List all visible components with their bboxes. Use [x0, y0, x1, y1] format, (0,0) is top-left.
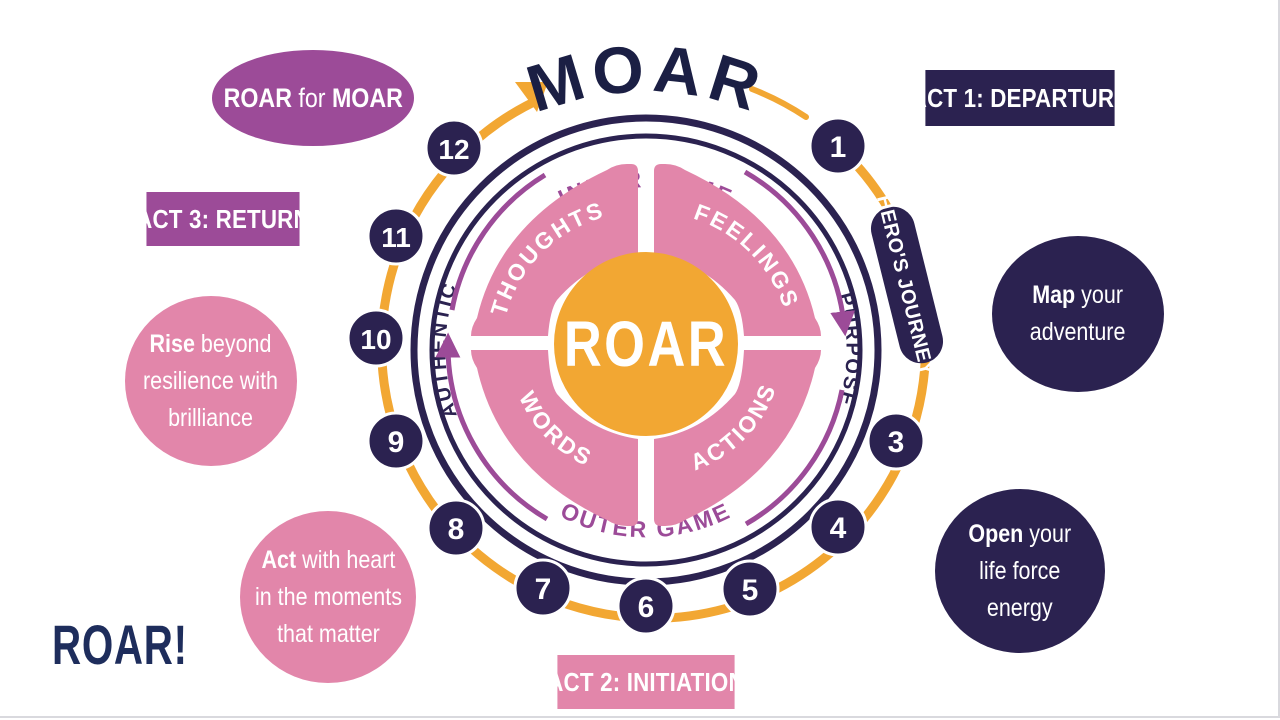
step-12: 12: [424, 118, 484, 178]
step-10: 10: [346, 308, 406, 368]
act1-label: ACT 1: DEPARTURE: [910, 82, 1130, 113]
quadrant-actions: [654, 350, 821, 526]
map-line2: adventure: [1030, 318, 1126, 346]
step-3: 3: [866, 411, 926, 471]
step-5: 5: [720, 559, 780, 619]
act3-label: ACT 3: RETURN: [136, 203, 310, 234]
act-line3: that matter: [276, 619, 380, 648]
purpose-label: PURPOSE: [834, 290, 864, 409]
step-8: 8: [426, 498, 486, 558]
svg-text:6: 6: [638, 591, 655, 624]
act2-label: ACT 2: INITIATION: [547, 666, 745, 697]
purple-arc-top-left: [449, 172, 547, 311]
svg-text:12: 12: [438, 134, 469, 165]
act1-box: ACT 1: DEPARTURE: [911, 70, 1129, 126]
open-line3: energy: [987, 593, 1053, 622]
open-line2: life force: [979, 556, 1061, 585]
step-1: 1: [808, 116, 868, 176]
step-6: 6: [616, 576, 676, 636]
roar-for-moar-pill: ROAR for MOAR: [212, 50, 414, 146]
rise-bubble: Rise beyond resilience with brilliance: [125, 296, 297, 466]
svg-text:4: 4: [830, 512, 847, 545]
purple-arc-right: [743, 169, 856, 337]
step-7: 7: [513, 558, 573, 618]
inner-navy-ring: [429, 133, 863, 567]
act-strong: Act: [261, 545, 296, 574]
rise-strong: Rise: [150, 329, 196, 358]
quadrant-words: [471, 350, 638, 526]
step-4: 4: [808, 497, 868, 557]
rise-rest: beyond: [195, 329, 272, 358]
journey-arrow-icon: [515, 82, 548, 112]
svg-text:7: 7: [535, 573, 552, 606]
quadrant-feelings: [654, 164, 821, 336]
pill-for: for: [291, 82, 332, 113]
center-label: ROAR: [564, 309, 728, 380]
rise-line3: brilliance: [168, 403, 254, 432]
open-bubble: Open your life force energy: [935, 489, 1105, 653]
map-rest: your: [1075, 281, 1124, 309]
step-11: 11: [366, 206, 426, 266]
step-9: 9: [366, 411, 426, 471]
svg-text:3: 3: [888, 426, 905, 459]
purple-arc-bottom-right: [744, 389, 845, 527]
pill-strong-roar: ROAR: [223, 82, 292, 113]
open-strong: Open: [968, 519, 1024, 548]
pill-strong-moar: MOAR: [331, 82, 403, 113]
svg-text:8: 8: [448, 513, 465, 546]
act-rest: with heart: [295, 545, 395, 574]
svg-text:11: 11: [381, 222, 411, 253]
svg-text:5: 5: [742, 574, 759, 607]
moar-title: MOAR: [518, 30, 774, 126]
map-strong: Map: [1032, 281, 1076, 309]
act3-box: ACT 3: RETURN: [136, 192, 310, 246]
map-bubble: Map your adventure: [992, 236, 1164, 392]
svg-text:1: 1: [830, 131, 847, 164]
svg-text:10: 10: [360, 324, 391, 355]
purple-arc-left: [435, 332, 549, 522]
open-rest: your: [1023, 519, 1072, 548]
rise-line2: resilience with: [143, 366, 279, 395]
journey-tail-arc: [749, 86, 809, 120]
quadrant-thoughts: [471, 164, 638, 336]
act2-box: ACT 2: INITIATION: [547, 655, 745, 709]
act-bubble: Act with heart in the moments that matte…: [240, 511, 416, 683]
center-circle: [554, 252, 738, 436]
svg-text:9: 9: [388, 426, 405, 459]
act-line2: in the moments: [254, 582, 402, 611]
roar-brand-logo: ROAR!: [52, 613, 188, 676]
